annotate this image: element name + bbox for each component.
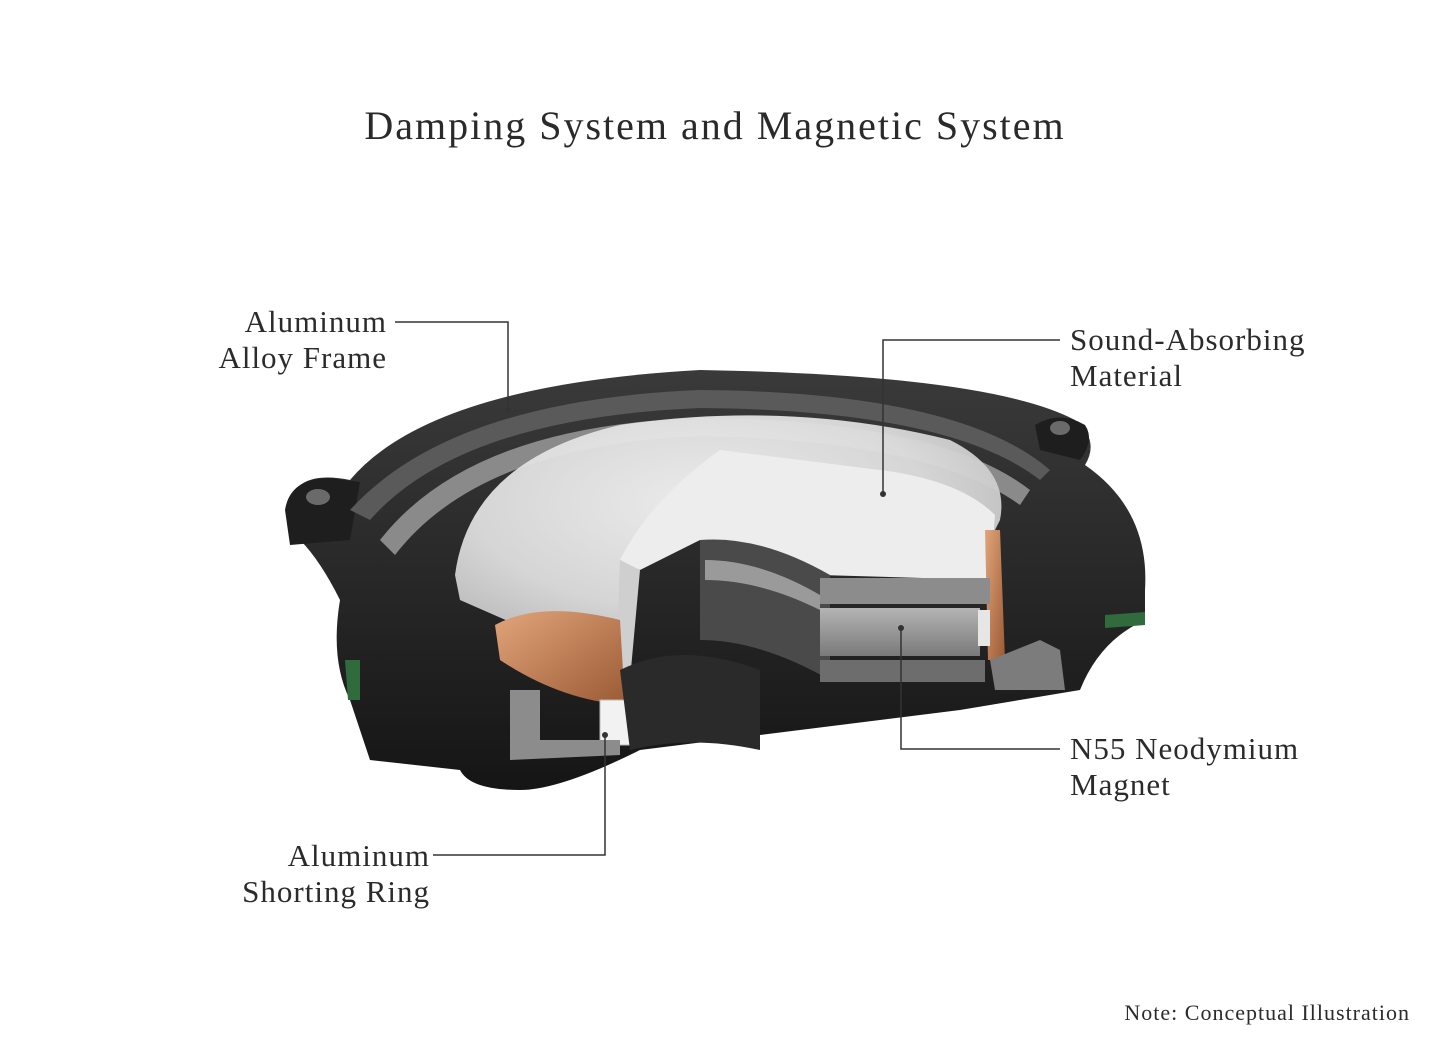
bottom-plate (820, 660, 985, 682)
center-pole-cavity (620, 655, 760, 750)
leader-frame (395, 321, 509, 410)
pcb-accent-left (345, 660, 360, 700)
diagram-title: Damping System and Magnetic System (364, 103, 1066, 148)
mounting-hole-left (306, 489, 330, 505)
pole-ring-highlight (705, 560, 820, 610)
leader-dot-frame (505, 407, 511, 413)
frame-channel-right (990, 640, 1065, 690)
voice-coil-left (495, 611, 625, 705)
pcb-accent-right (1105, 612, 1145, 628)
label-sound-absorbing-material: Sound-Absorbing Material (1070, 322, 1305, 394)
frame-ring-inner (380, 418, 1030, 555)
label-absorbing-line2: Material (1070, 358, 1184, 393)
label-aluminum-shorting-ring: Aluminum Shorting Ring (242, 838, 430, 910)
label-aluminum-alloy-frame: Aluminum Alloy Frame (218, 304, 387, 376)
top-plate (820, 578, 990, 604)
mounting-tab-right (1035, 417, 1089, 460)
magnet-edge (978, 610, 990, 646)
mounting-tab-left (285, 478, 360, 545)
magnet-block (820, 608, 980, 656)
label-shorting-line2: Shorting Ring (242, 874, 430, 909)
label-n55-neodymium-magnet: N55 Neodymium Magnet (1070, 731, 1299, 803)
frame-channel-left (510, 690, 620, 760)
mounting-hole-right (1050, 421, 1070, 435)
label-magnet-line2: Magnet (1070, 767, 1171, 802)
label-absorbing-line1: Sound-Absorbing (1070, 322, 1306, 357)
frame-ring (350, 390, 1050, 520)
leader-shorting-ring (433, 735, 606, 856)
leader-dot-absorbing (880, 491, 886, 497)
leader-magnet (900, 628, 1060, 750)
illustration-note: Note: Conceptual Illustration (1124, 1000, 1410, 1025)
label-shorting-line1: Aluminum (287, 838, 430, 873)
label-magnet-line1: N55 Neodymium (1070, 731, 1300, 766)
leader-dot-shorting-ring (602, 732, 608, 738)
leader-dot-magnet (898, 625, 904, 631)
label-frame-line2: Alloy Frame (218, 340, 387, 375)
leader-absorbing (882, 339, 1060, 494)
label-frame-line1: Aluminum (244, 304, 387, 339)
